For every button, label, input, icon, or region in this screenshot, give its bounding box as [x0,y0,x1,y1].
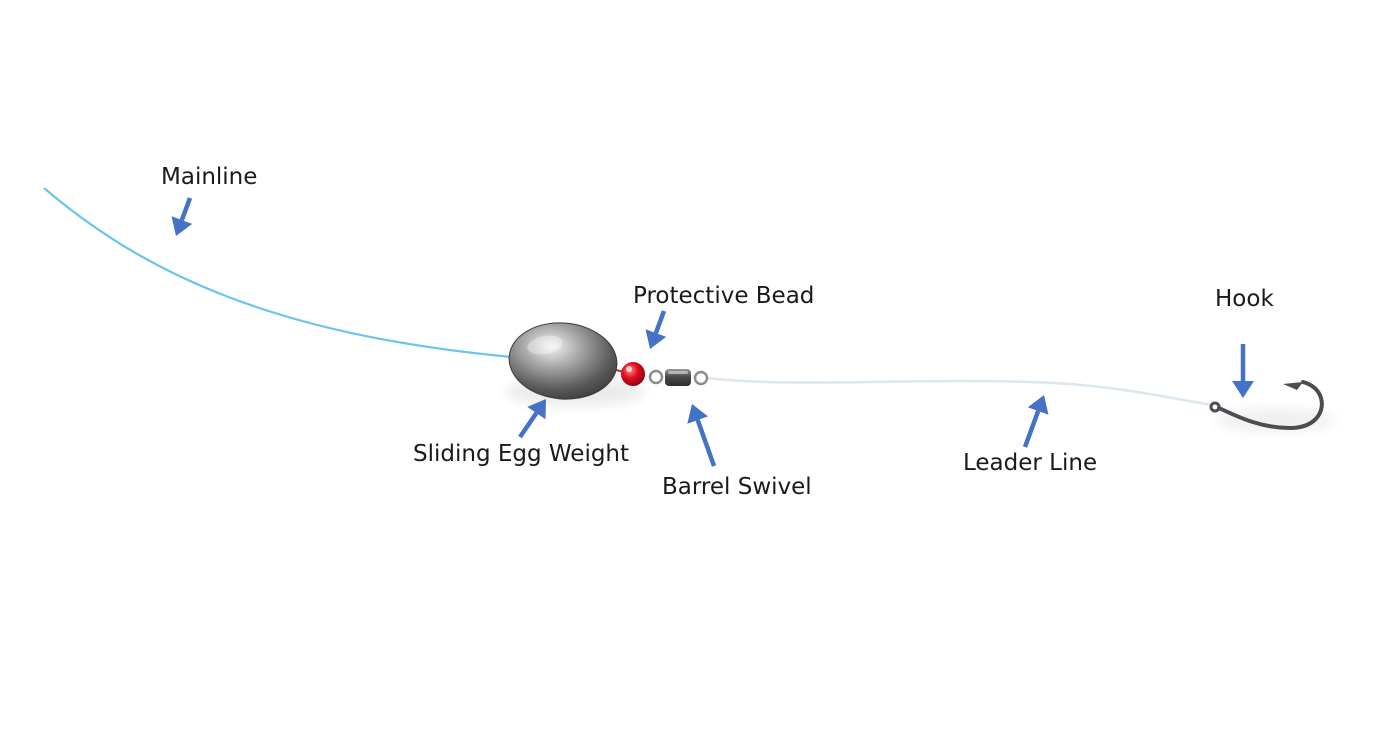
weight-highlight [527,335,563,355]
leader-line [705,376,1213,407]
arrow-hook [1232,344,1254,398]
arrows [171,197,1254,467]
mainline-line [43,187,513,359]
label-sliding-egg-weight: Sliding Egg Weight [413,441,630,467]
label-protective-bead: Protective Bead [633,283,815,309]
label-leader-line: Leader Line [963,450,1098,476]
label-hook: Hook [1215,286,1274,312]
arrow-barrel-swivel [687,404,717,467]
label-barrel-swivel: Barrel Swivel [662,474,812,500]
arrow-mainline [171,197,193,236]
protective-bead [621,362,645,386]
arrow-sliding-egg-weight [518,399,546,439]
label-mainline: Mainline [161,164,258,190]
hook [1209,380,1324,431]
bead-highlight [626,366,632,372]
arrow-protective-bead [645,310,667,349]
barrel-swivel [648,369,709,386]
arrow-leader-line [1022,395,1049,448]
sliding-egg-weight [508,322,618,400]
